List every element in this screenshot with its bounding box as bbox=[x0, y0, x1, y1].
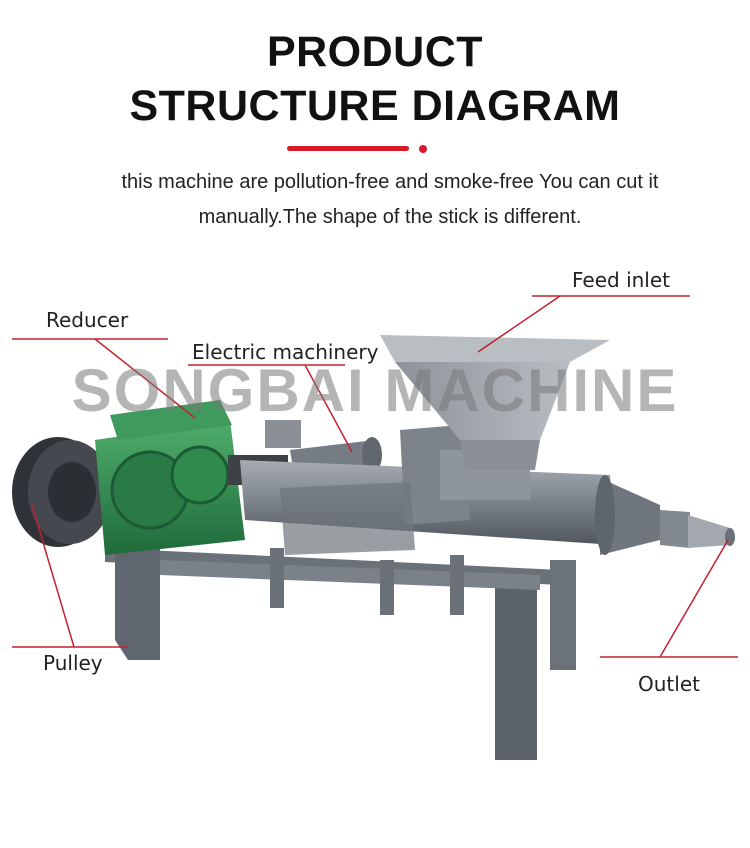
feed-inlet-pointer bbox=[477, 295, 561, 353]
label-feed-inlet: Feed inlet bbox=[572, 268, 671, 292]
electric-pointer bbox=[304, 364, 353, 453]
label-reducer: Reducer bbox=[46, 308, 129, 332]
page-title-line-2: STRUCTURE DIAGRAM bbox=[129, 82, 621, 130]
extruder-barrel bbox=[240, 425, 660, 555]
support-frame bbox=[105, 548, 576, 760]
pulley-wheel bbox=[12, 437, 112, 547]
callout-lines bbox=[12, 295, 738, 658]
label-outlet: Outlet bbox=[638, 672, 700, 696]
subtitle-line-1: this machine are pollution-free and smok… bbox=[121, 171, 659, 193]
outlet-pointer bbox=[659, 539, 729, 658]
reducer-gearbox bbox=[95, 400, 288, 555]
label-pulley: Pulley bbox=[43, 651, 103, 675]
reducer-pointer bbox=[94, 338, 196, 419]
outlet-nozzle bbox=[660, 510, 735, 548]
subtitle: this machine are pollution-free and smok… bbox=[60, 165, 720, 235]
subtitle-line-2: manually.The shape of the stick is diffe… bbox=[198, 206, 582, 228]
accent-bar bbox=[287, 146, 409, 151]
pulley-pointer bbox=[31, 504, 75, 648]
accent-dot bbox=[419, 145, 427, 153]
label-electric-machinery: Electric machinery bbox=[192, 340, 379, 364]
page-title-line-1: PRODUCT bbox=[266, 28, 484, 76]
feed-hopper bbox=[380, 335, 610, 470]
